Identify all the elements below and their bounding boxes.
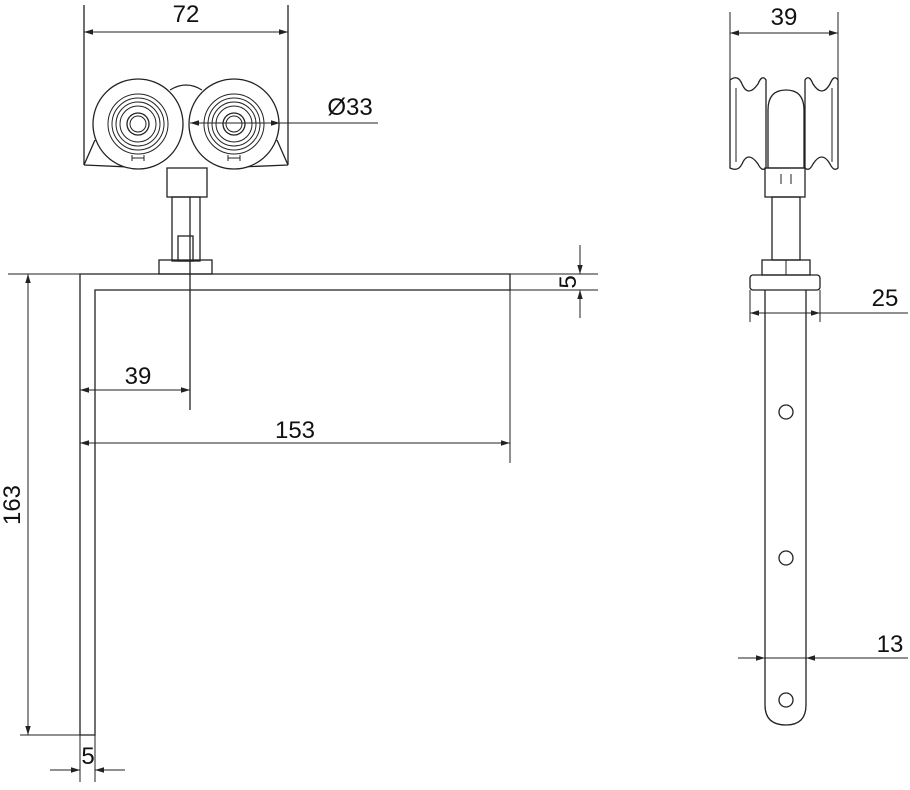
mounting-hole [778, 550, 794, 566]
dim-label: 39 [125, 363, 152, 390]
dim-plate-width-25: 25 [749, 285, 908, 322]
dim-plate-thickness: 5 [8, 245, 598, 318]
dim-label: 153 [275, 417, 315, 444]
dim-leg-thickness: 5 [50, 743, 125, 773]
side-wheels [729, 77, 839, 170]
hanger-bolt [158, 167, 213, 410]
front-view: 72 Ø33 5 39 153 163 [0, 1, 598, 782]
dim-label: 72 [173, 1, 200, 28]
dim-height-163: 163 [0, 274, 80, 736]
right-wheel [188, 78, 280, 170]
dim-wheel-diameter: Ø33 [190, 94, 378, 126]
dim-width-72: 72 [84, 1, 288, 35]
dim-label: Ø33 [327, 94, 372, 121]
side-bolt [749, 167, 821, 291]
dim-label: 25 [872, 285, 899, 312]
side-view: 39 25 13 [729, 4, 908, 726]
left-wheel [92, 78, 184, 170]
mounting-hole [778, 692, 794, 708]
dim-side-width-39: 39 [730, 4, 838, 36]
dim-length-153: 153 [80, 417, 510, 446]
dim-label: 39 [771, 4, 798, 31]
mounting-hole [778, 404, 794, 420]
dim-label: 13 [877, 631, 904, 658]
dim-label: 5 [555, 275, 582, 288]
strap [764, 290, 807, 726]
dim-strap-width-13: 13 [738, 631, 908, 661]
l-bracket [79, 273, 511, 782]
dim-label: 163 [0, 485, 26, 525]
dim-label: 5 [81, 743, 94, 770]
dim-offset-39: 39 [80, 363, 190, 393]
